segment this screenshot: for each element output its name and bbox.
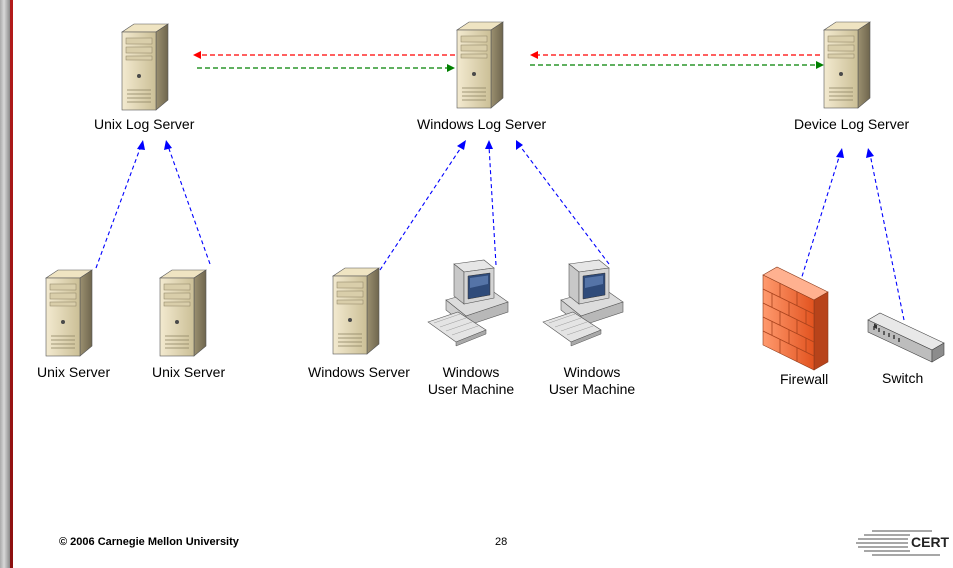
link-unix-server-2 [167,145,211,265]
unix-log-server-label: Unix Log Server [94,116,195,132]
firewall-icon [762,266,829,371]
left-edge-accent [10,0,13,568]
device-log-server-label: Device Log Server [794,116,910,132]
windows-log-server-icon [456,21,504,109]
windows-user-2-label-line2: User Machine [548,381,636,397]
copyright-text: © 2006 Carnegie Mellon University [59,536,239,548]
unix-server-2-label: Unix Server [152,364,226,380]
link-firewall [799,153,841,284]
link-unix-server-1 [95,145,142,269]
unix-server-2-icon [159,269,207,357]
link-windows-server [379,145,463,271]
link-windows-user-2 [519,145,610,265]
windows-user-1-label-line2: User Machine [427,381,515,397]
page-number: 28 [495,536,508,548]
windows-user-1-icon [427,259,509,347]
windows-user-1-label-line1: Windows [442,364,500,380]
cert-logo-text: CERT [911,534,950,550]
windows-user-2-icon [542,259,624,347]
left-edge-bar [0,0,10,568]
windows-user-1-label: Windows User Machine [414,364,528,398]
source-arrowheads [137,140,874,158]
link-windows-user-1 [488,145,497,266]
device-log-server-icon [823,21,871,109]
unix-log-server-icon [121,23,169,111]
server-links [193,51,824,72]
source-links [95,145,905,321]
windows-user-2-label-line1: Windows [563,364,621,380]
windows-server-icon [332,267,380,355]
link-switch [869,153,905,321]
switch-label: Switch [882,370,924,386]
unix-server-1-label: Unix Server [37,364,111,380]
switch-icon [867,312,945,363]
windows-server-label: Windows Server [308,364,410,380]
firewall-label: Firewall [780,371,829,387]
windows-log-server-label: Windows Log Server [417,116,547,132]
unix-server-1-icon [45,269,93,357]
cert-logo-stripes [856,530,940,556]
windows-user-2-label: Windows User Machine [540,364,644,398]
